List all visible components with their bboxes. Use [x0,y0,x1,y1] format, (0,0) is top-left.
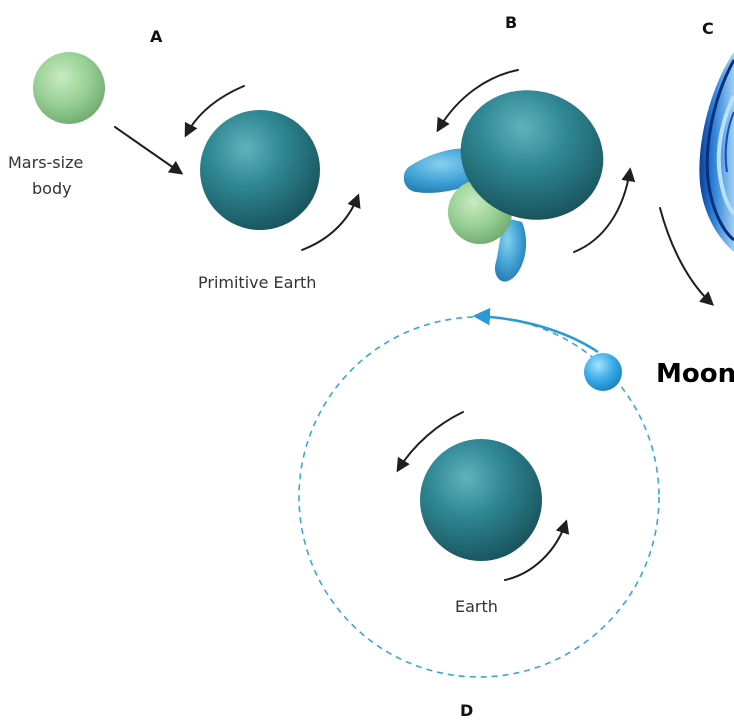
moon-label: Moon [656,359,734,389]
primitive-earth-label: Primitive Earth [198,273,316,292]
panel-label-a: A [150,27,163,46]
impact-arrow [115,127,181,173]
mars-body-label-line1: Mars-size [8,153,83,172]
panel-label-d: D [460,701,473,720]
earth-label: Earth [455,597,498,616]
moon-orbit-direction-arrow [476,316,598,352]
rotation-arrow-bottom [302,196,358,250]
earth [420,439,542,561]
moon [584,353,622,391]
collision-scene [404,70,630,282]
mars-body-label-line2: body [32,179,72,198]
disk-to-moon-arrow [660,208,712,304]
mars-size-body [33,52,105,124]
panel-label-b: B [505,13,517,32]
panel-label-c: C [702,19,714,38]
debris-disk [699,52,734,252]
primitive-earth [200,110,320,230]
